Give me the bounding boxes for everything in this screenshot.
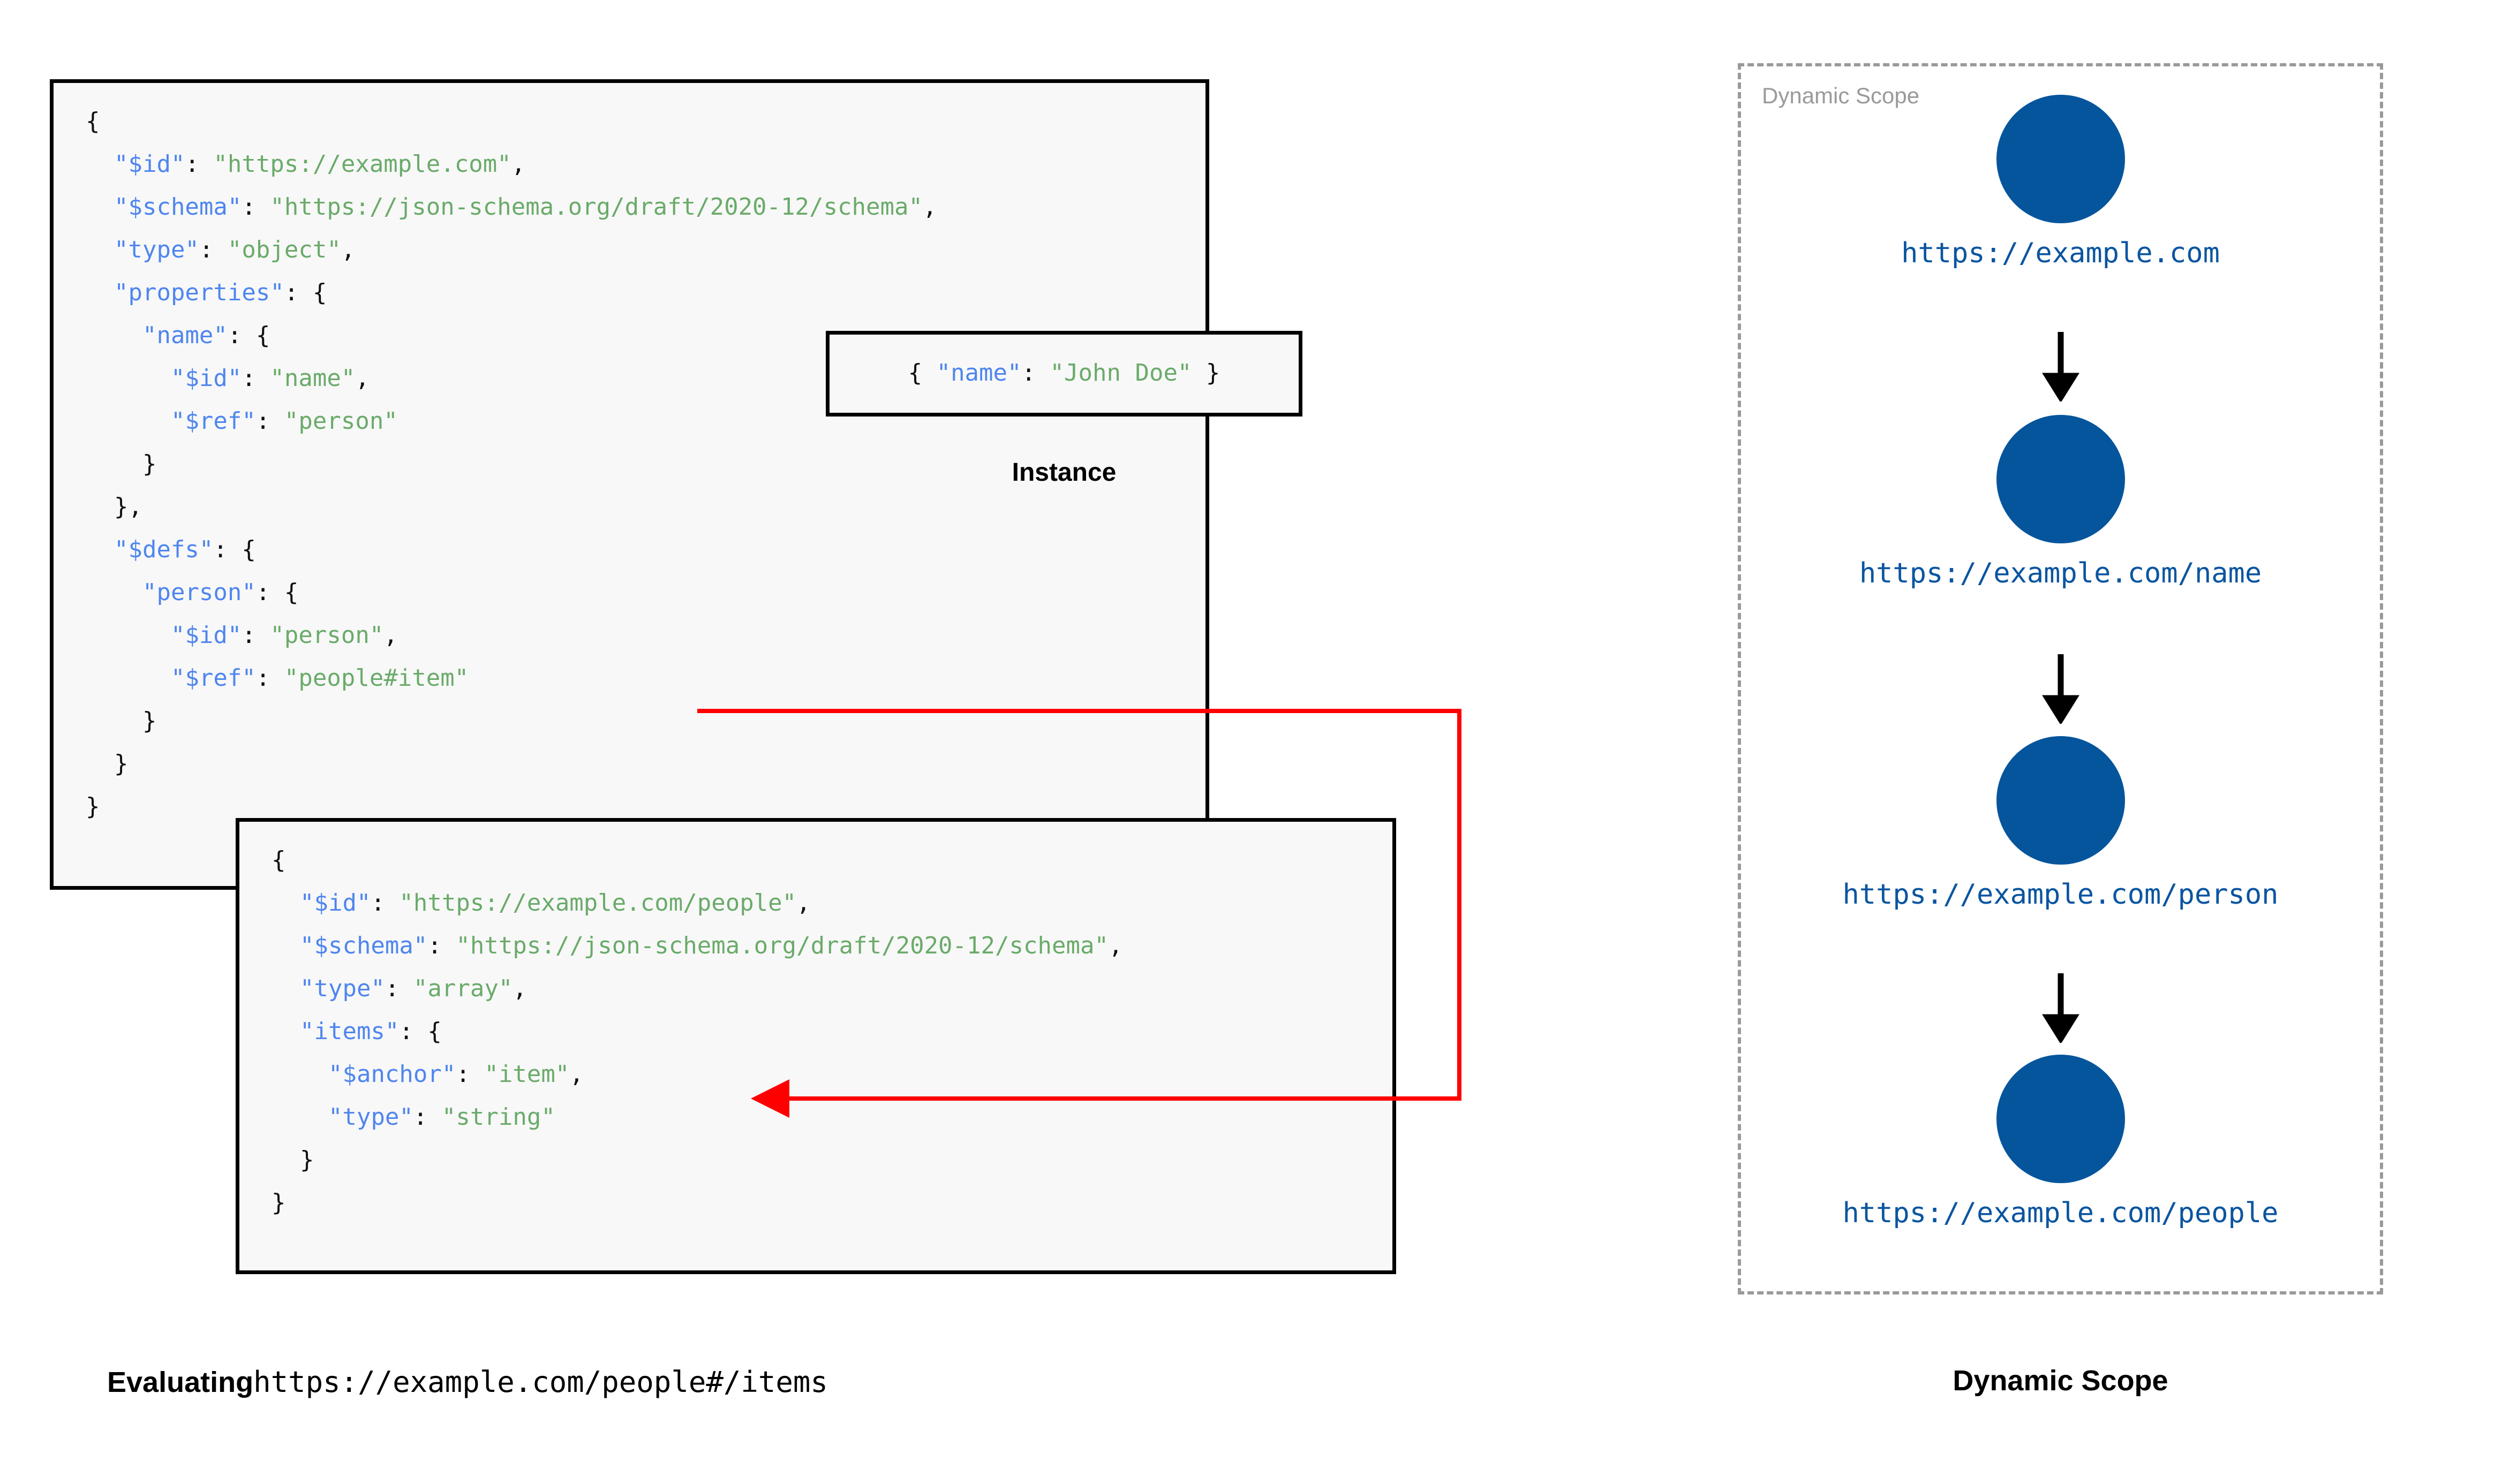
json-token: : <box>427 932 456 959</box>
json-token: "person" <box>284 407 398 435</box>
scope-node-circle-icon <box>1996 1055 2125 1183</box>
json-token: "$schema" <box>114 193 242 221</box>
json-token: : <box>242 622 270 649</box>
json-token: "type" <box>328 1103 413 1131</box>
json-token: "name" <box>936 359 1022 387</box>
json-token: "person" <box>270 622 384 649</box>
json-token: "https://json-schema.org/draft/2020-12/s… <box>456 932 1109 959</box>
json-token: "https://example.com/people" <box>399 889 797 917</box>
json-token: "properties" <box>114 279 284 306</box>
scope-node-url: https://example.com/name <box>1859 557 2262 589</box>
json-token: : <box>242 193 270 221</box>
json-token: : <box>255 664 284 692</box>
evaluating-label: Evaluating <box>107 1366 254 1398</box>
json-token: { <box>86 108 100 135</box>
json-token: : <box>413 1103 442 1131</box>
json-token: { <box>272 846 286 874</box>
json-token: : <box>456 1061 485 1088</box>
dynamic-scope-panel-label: Dynamic Scope <box>1762 83 1920 108</box>
json-token: , <box>1108 932 1123 959</box>
json-token: "https://json-schema.org/draft/2020-12/s… <box>270 193 923 221</box>
json-token: , <box>383 622 398 649</box>
root-schema-code: { "$id": "https://example.com", "$schema… <box>86 100 937 828</box>
json-token: "string" <box>441 1103 555 1131</box>
json-token: "people#item" <box>284 664 469 692</box>
json-token: "person" <box>142 579 256 606</box>
dynamic-scope-node: https://example.com <box>1738 95 2383 269</box>
json-token: : { <box>213 536 256 563</box>
json-token: } <box>299 1146 314 1173</box>
json-token: : { <box>284 279 327 306</box>
json-token: : <box>385 975 413 1002</box>
json-token: } <box>86 793 100 820</box>
json-token: "https://example.com" <box>213 150 511 178</box>
json-token: "name" <box>270 365 356 392</box>
dynamic-scope-node: https://example.com/person <box>1738 736 2383 911</box>
json-token: "object" <box>227 236 341 263</box>
json-token: "type" <box>299 975 385 1002</box>
dynamic-scope-panel <box>1738 63 2383 1294</box>
json-token: "name" <box>142 322 228 349</box>
dynamic-scope-node: https://example.com/name <box>1738 415 2383 589</box>
json-token: : <box>242 365 270 392</box>
instance-box: { "name": "John Doe" } <box>826 331 1302 417</box>
json-token: , <box>341 236 356 263</box>
json-token: "$defs" <box>114 536 214 563</box>
scope-down-arrow-icon <box>1738 332 2383 404</box>
scope-down-arrow-icon <box>1738 973 2383 1046</box>
dynamic-scope-caption: Dynamic Scope <box>1953 1365 2168 1397</box>
json-token: "John Doe" <box>1050 359 1192 387</box>
json-token: : <box>1021 359 1050 387</box>
people-schema-box: { "$id": "https://example.com/people", "… <box>236 818 1396 1274</box>
json-token: "$anchor" <box>328 1061 456 1088</box>
root-schema-box: { "$id": "https://example.com", "$schema… <box>50 79 1209 890</box>
json-token: , <box>511 150 526 178</box>
scope-node-url: https://example.com/person <box>1842 879 2279 911</box>
scope-node-circle-icon <box>1996 95 2125 223</box>
evaluating-caption: Evaluatinghttps://example.com/people#/it… <box>107 1365 828 1399</box>
scope-node-circle-icon <box>1996 736 2125 865</box>
json-token: : <box>199 236 228 263</box>
instance-code: { "name": "John Doe" } <box>830 353 1299 393</box>
evaluating-url: https://example.com/people#/items <box>253 1365 828 1399</box>
json-token: "$id" <box>170 365 242 392</box>
json-token: : <box>255 407 284 435</box>
scope-node-url: https://example.com/people <box>1842 1197 2279 1229</box>
scope-down-arrow-icon <box>1738 654 2383 726</box>
scope-node-circle-icon <box>1996 415 2125 543</box>
json-token: "$ref" <box>170 407 256 435</box>
dynamic-scope-node: https://example.com/people <box>1738 1055 2383 1229</box>
json-token: : { <box>399 1018 442 1045</box>
scope-node-url: https://example.com <box>1901 237 2220 269</box>
json-token: , <box>355 365 370 392</box>
json-token: , <box>569 1061 584 1088</box>
json-token: } <box>272 1189 286 1216</box>
json-token: "$id" <box>299 889 371 917</box>
json-token: : <box>371 889 400 917</box>
json-token: , <box>513 975 527 1002</box>
json-token: "$id" <box>170 622 242 649</box>
json-token: , <box>922 193 937 221</box>
json-token: "$ref" <box>170 664 256 692</box>
people-schema-code: { "$id": "https://example.com/people", "… <box>272 839 1122 1224</box>
json-token: } <box>142 450 157 478</box>
json-token: "$schema" <box>299 932 428 959</box>
json-token: } <box>1192 359 1220 387</box>
json-token: : { <box>227 322 270 349</box>
json-token: } <box>142 707 157 735</box>
json-token: "type" <box>114 236 199 263</box>
json-token: } <box>114 750 129 777</box>
json-token: : { <box>255 579 299 606</box>
json-token: "$id" <box>114 150 185 178</box>
json-token: "array" <box>413 975 513 1002</box>
json-token: { <box>908 359 937 387</box>
instance-caption: Instance <box>1012 458 1117 487</box>
json-token: : <box>185 150 214 178</box>
json-token: "item" <box>484 1061 570 1088</box>
json-token: "items" <box>299 1018 400 1045</box>
json-token: , <box>796 889 811 917</box>
json-token: }, <box>114 493 142 520</box>
